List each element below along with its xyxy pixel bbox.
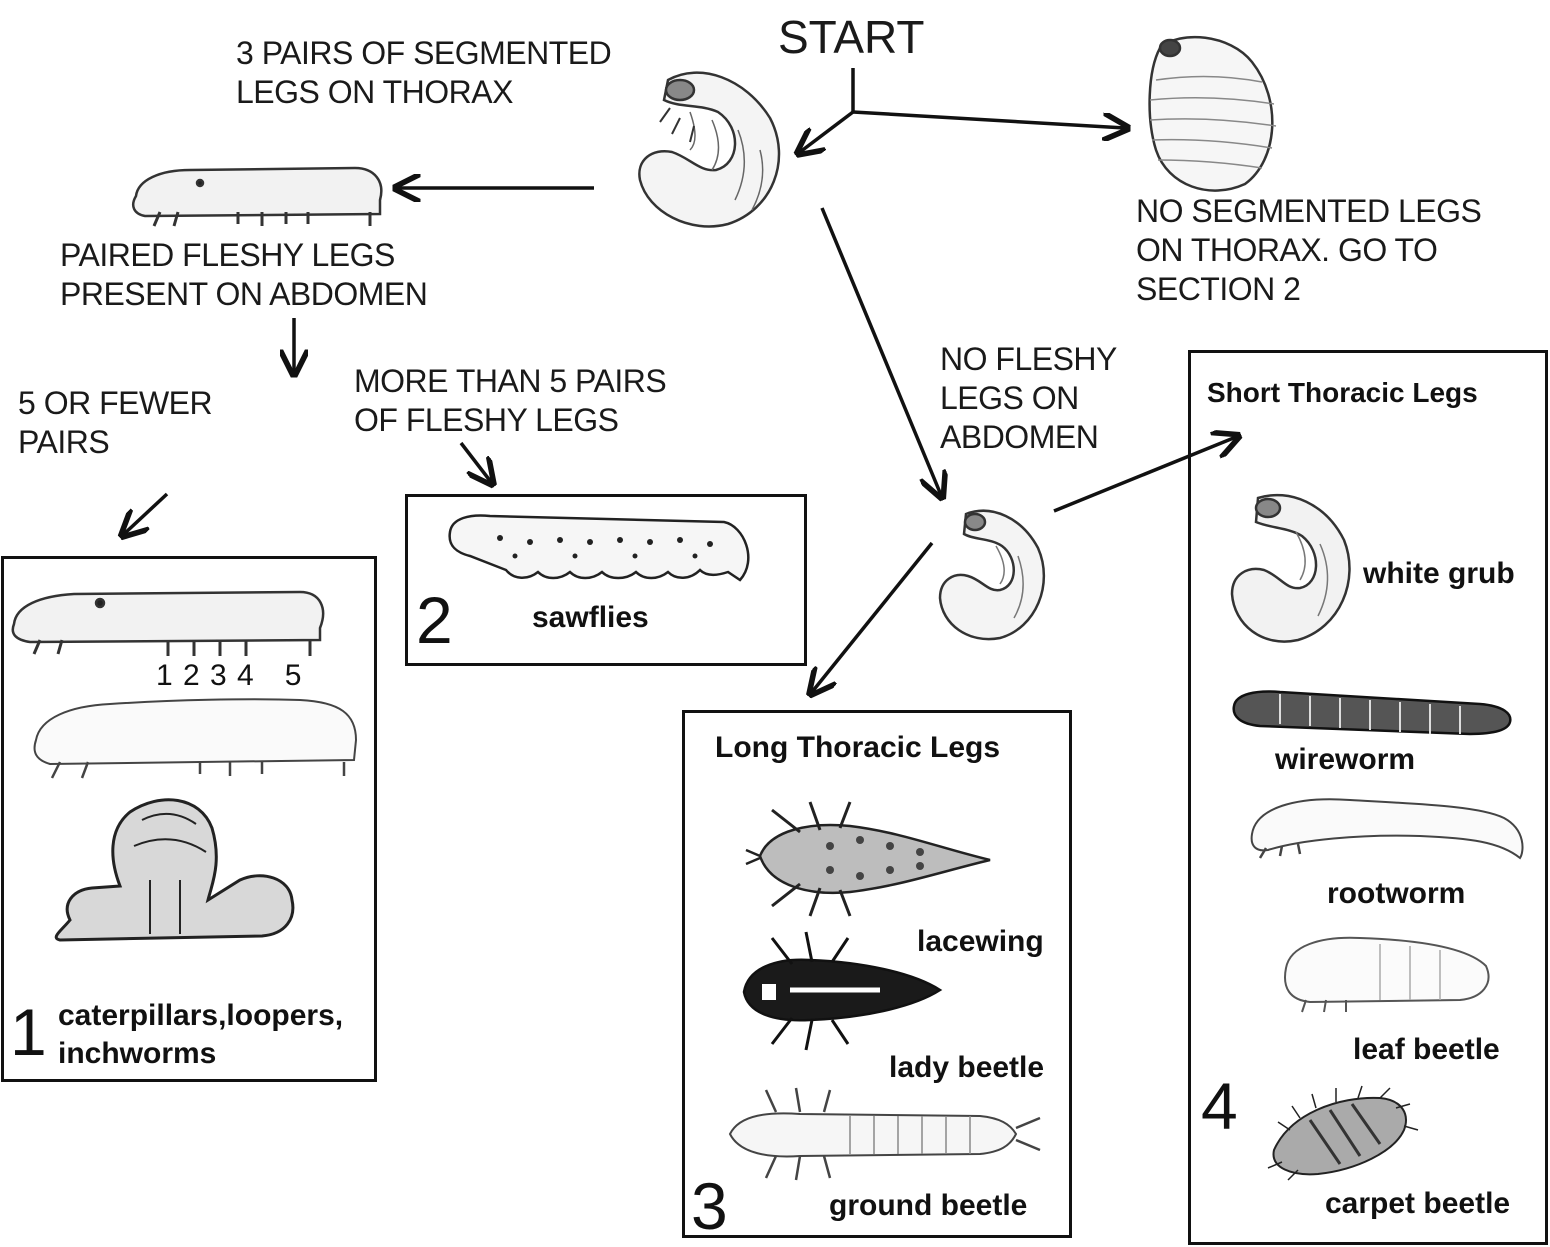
- caterpillar-icon: [133, 168, 381, 226]
- box-2-caption: sawflies: [532, 601, 649, 635]
- box-number-1: 1: [10, 999, 47, 1065]
- item-white-grub: white grub: [1363, 557, 1515, 591]
- item-lacewing: lacewing: [917, 925, 1044, 959]
- more-than-five-label: MORE THAN 5 PAIRS OF FLESHY LEGS: [354, 362, 666, 440]
- no-fleshy-legs-label: NO FLESHY LEGS ON ABDOMEN: [940, 340, 1117, 457]
- no-segmented-legs-label: NO SEGMENTED LEGS ON THORAX. GO TO SECTI…: [1136, 192, 1481, 309]
- box-number-4: 4: [1201, 1073, 1238, 1139]
- start-arrows: [800, 68, 1125, 152]
- arrow-to-box2: [461, 443, 491, 482]
- box-number-2: 2: [416, 587, 453, 653]
- box-3-title: Long Thoracic Legs: [715, 731, 1000, 765]
- item-wireworm: wireworm: [1275, 743, 1415, 777]
- item-leaf-beetle: leaf beetle: [1353, 1033, 1500, 1067]
- box-4-short-thoracic-legs: Short Thoracic Legs white grub wireworm …: [1188, 350, 1548, 1245]
- segmented-legs-label: 3 PAIRS OF SEGMENTED LEGS ON THORAX: [236, 34, 611, 112]
- start-label: START: [778, 12, 925, 62]
- box-number-3: 3: [691, 1173, 728, 1239]
- maggot-icon: [1150, 37, 1276, 190]
- box-2-sawflies: 2 sawflies: [405, 494, 807, 666]
- grub-icon: [639, 73, 779, 227]
- item-ground-beetle: ground beetle: [829, 1189, 1027, 1223]
- arrow-to-box1: [124, 494, 167, 534]
- box-3-long-thoracic-legs: Long Thoracic Legs lacewing lady beetle …: [682, 710, 1072, 1238]
- five-or-fewer-label: 5 OR FEWER PAIRS: [18, 384, 212, 462]
- box-1-caterpillars: 1 2 3 4 5 1 caterpillars,loopers, inchwo…: [1, 556, 377, 1082]
- item-lady-beetle: lady beetle: [889, 1051, 1044, 1085]
- grub-icon: [940, 511, 1044, 639]
- item-rootworm: rootworm: [1327, 877, 1465, 911]
- arrow-to-box3: [812, 543, 932, 692]
- item-carpet-beetle: carpet beetle: [1325, 1187, 1510, 1221]
- leg-numbers-label: 1 2 3 4 5: [156, 659, 301, 693]
- box-1-caption: caterpillars,loopers, inchworms: [58, 997, 343, 1073]
- paired-fleshy-legs-label: PAIRED FLESHY LEGS PRESENT ON ABDOMEN: [60, 236, 427, 314]
- box-4-title: Short Thoracic Legs: [1207, 377, 1478, 409]
- arrow-to-no-fleshy: [822, 208, 941, 495]
